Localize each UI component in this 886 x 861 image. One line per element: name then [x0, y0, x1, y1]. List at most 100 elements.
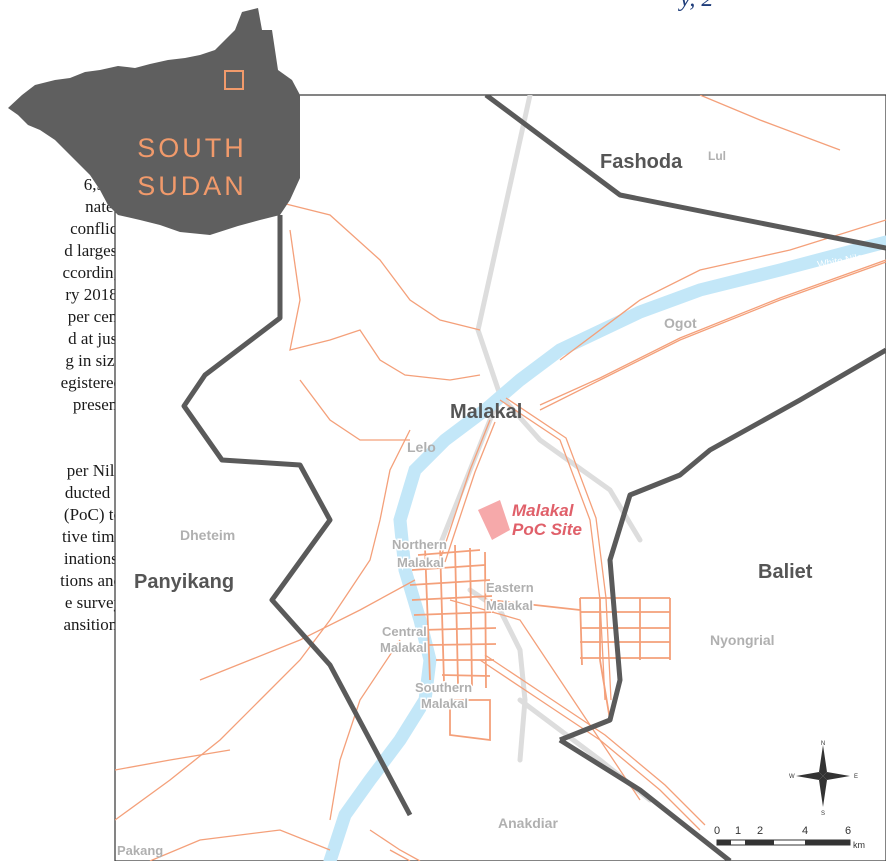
map-layers — [115, 95, 886, 861]
boundary-panyikang — [181, 215, 413, 817]
county-boundaries — [181, 95, 886, 861]
compass-north-arrow — [819, 745, 827, 776]
body-text-line: d at just — [68, 329, 122, 348]
scale-bar: 0 1 2 4 6 km — [714, 825, 865, 850]
neighborhood-label: Malakal — [397, 555, 444, 570]
page-text-top: y, 2 — [680, 0, 713, 13]
boundary-baliet — [559, 347, 886, 743]
body-text-line: tions and — [60, 571, 122, 590]
road — [115, 749, 231, 771]
road — [389, 849, 411, 861]
body-text-line: ansition/ — [63, 615, 122, 634]
body-text-line: present — [72, 395, 122, 414]
place-label-pakang: Pakang — [117, 843, 163, 858]
road — [449, 599, 641, 801]
inset-country-label: SOUTH — [137, 133, 247, 163]
town-label-malakal: Malakal — [450, 401, 522, 423]
poc-site-area — [478, 500, 510, 540]
neighborhood-label: Malakal — [421, 696, 468, 711]
neighborhood-label: Central — [382, 624, 427, 639]
compass-w-label: W — [789, 774, 795, 780]
grey-road — [467, 587, 528, 763]
neighborhood-label: Southern — [415, 680, 472, 695]
road — [539, 261, 886, 411]
grid-streets — [424, 544, 487, 689]
compass-e-label: E — [854, 774, 858, 780]
body-text-line: (PoC) to — [63, 505, 122, 524]
road — [149, 829, 331, 861]
road — [499, 399, 606, 701]
neighborhood-label: Eastern — [486, 580, 534, 595]
place-label-nyongrial: Nyongrial — [710, 632, 775, 648]
place-label-lul: Lul — [708, 149, 726, 163]
road — [559, 219, 886, 361]
grid-streets — [409, 549, 497, 677]
road — [289, 229, 481, 381]
road — [269, 199, 481, 331]
scale-bar-segment — [805, 840, 850, 845]
road — [369, 829, 421, 861]
compass-east-arrow — [823, 772, 850, 780]
body-text-line: conflict — [70, 219, 122, 238]
body-text-line: d largest — [64, 241, 122, 260]
scale-bar-segment — [745, 840, 774, 845]
poc-site-label: Malakal — [512, 501, 575, 520]
compass-south-arrow — [819, 776, 827, 807]
road — [439, 419, 491, 561]
body-text-line: ccording — [62, 263, 122, 282]
white-nile-river — [323, 235, 886, 861]
body-text-column: 6,500 nated conflict d largest ccording … — [0, 174, 122, 636]
road — [115, 429, 411, 821]
body-text-line: egistered — [60, 373, 122, 392]
road — [699, 95, 841, 151]
road — [444, 421, 496, 563]
neighborhood-label: Malakal — [486, 598, 533, 613]
scale-tick-label: 0 — [714, 825, 720, 837]
inset-location-marker — [224, 70, 244, 90]
body-text-line: ducted a — [64, 483, 122, 502]
neighborhood-label: Northern — [392, 537, 447, 552]
neighborhood-label: Malakal — [380, 640, 427, 655]
county-label-fashoda: Fashoda — [600, 151, 683, 173]
road — [299, 379, 410, 441]
grid-block — [449, 699, 491, 742]
compass-west-arrow — [796, 772, 823, 780]
body-text-line: e survey — [64, 593, 122, 612]
scale-tick-label: 2 — [757, 825, 763, 837]
scale-tick-label: 6 — [845, 825, 851, 837]
body-text-line: inations, — [63, 549, 122, 568]
boundary-baliet-south — [558, 737, 732, 861]
place-label-lelo: Lelo — [407, 439, 436, 455]
place-label-ogot: Ogot — [664, 315, 697, 331]
grey-road — [475, 95, 643, 543]
road — [484, 654, 706, 826]
body-text-line: per cent — [67, 307, 122, 326]
road — [329, 639, 401, 821]
road — [505, 397, 612, 701]
inset-country-label: SUDAN — [137, 171, 247, 201]
roads — [115, 95, 886, 861]
grid-connector — [489, 599, 581, 611]
road — [199, 579, 416, 681]
place-label-dheteim: Dheteim — [180, 527, 235, 543]
place-label-anakdiar: Anakdiar — [498, 815, 558, 831]
town-grid — [409, 544, 671, 742]
neighborhood-labels: Northern Malakal Eastern Malakal Central… — [379, 536, 536, 713]
poc-site-label: PoC Site — [512, 520, 582, 539]
south-sudan-silhouette — [8, 8, 300, 235]
body-text-line: per Nile — [66, 461, 122, 480]
county-label-baliet: Baliet — [758, 561, 813, 583]
grid-streets-east — [580, 597, 670, 721]
county-label-panyikang: Panyikang — [134, 571, 234, 593]
body-text-line: g in size — [65, 351, 122, 370]
compass-rose: N S E W — [789, 741, 858, 817]
scale-tick-label: 4 — [802, 825, 808, 837]
road — [539, 259, 886, 406]
scale-unit-label: km — [853, 840, 865, 850]
scale-tick-label: 1 — [735, 825, 741, 837]
scale-bar-segment — [717, 840, 731, 845]
body-text-line: tive time — [62, 527, 122, 546]
compass-n-label: N — [821, 741, 825, 747]
compass-s-label: S — [821, 811, 825, 817]
